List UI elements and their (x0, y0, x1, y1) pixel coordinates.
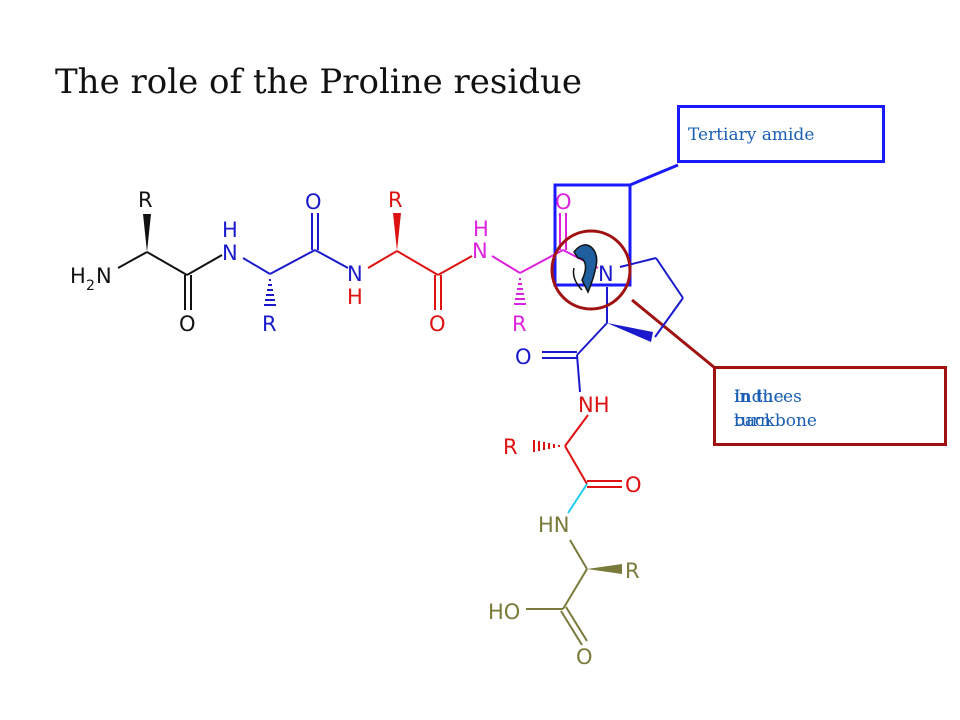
atom-ho: HO (488, 600, 520, 624)
atom-h2n-n: N (96, 264, 112, 288)
residue-7 (526, 539, 588, 646)
atom-nh1-h: H (222, 218, 238, 242)
turn-connector-line (631, 298, 716, 370)
wedge-bond-r3 (393, 213, 401, 251)
atom-nh3-n: N (472, 239, 488, 263)
atom-nh3-h: H (473, 217, 489, 241)
induces-turn-line-2: in the backbone (734, 387, 817, 431)
atom-o1: O (179, 312, 196, 336)
atom-h2n-h: H (70, 264, 86, 288)
proline-residue (542, 257, 684, 393)
residue-1 (117, 251, 223, 310)
atom-r5: R (503, 435, 518, 459)
residue-6 (564, 414, 622, 488)
rotation-arrow-icon (573, 244, 598, 294)
hashed-bond-r4 (514, 278, 526, 305)
tertiary-amide-label: Tertiary amide (688, 125, 815, 145)
wedge-bond-r1 (143, 214, 151, 252)
atom-nh4: NH (578, 393, 610, 417)
tertiary-amide-highlight-box (553, 183, 632, 287)
hashed-bond-r2 (264, 279, 276, 306)
residue-2 (242, 213, 349, 275)
induces-turn-callout: Induces turn in the backbone (713, 366, 947, 446)
tertiary-amide-callout: Tertiary amide (677, 105, 885, 163)
residue-3 (367, 250, 473, 310)
rotation-arrow-tail-icon (572, 267, 583, 291)
atom-nh1-n: N (222, 241, 238, 265)
residue-4 (491, 213, 599, 274)
wedge-bond-r6 (587, 564, 622, 574)
atom-o6: O (625, 473, 642, 497)
atom-proline-n: N (598, 262, 614, 286)
atom-o5: O (515, 345, 532, 369)
tertiary-connector-line (629, 163, 679, 187)
atom-hn5: HN (538, 513, 570, 537)
atom-nh2-n: N (347, 262, 363, 286)
atom-r3: R (388, 188, 403, 212)
atom-nh2-h: H (347, 285, 363, 309)
hashed-bond-r5 (533, 440, 560, 452)
slide-title: The role of the Proline residue (55, 62, 583, 102)
induces-turn-line-1: Induces turn (734, 387, 802, 431)
atom-o7: O (576, 645, 593, 669)
atom-r4: R (512, 312, 527, 336)
atom-h2n-subscript: 2 (86, 278, 95, 294)
atom-r1: R (138, 188, 153, 212)
atom-r6: R (625, 559, 640, 583)
wedge-bond-proline (607, 323, 653, 342)
atom-o4: O (555, 190, 572, 214)
atom-o3: O (429, 312, 446, 336)
link-bond (567, 483, 588, 514)
atom-o2: O (305, 190, 322, 214)
atom-r2: R (262, 312, 277, 336)
turn-highlight-circle (550, 229, 632, 311)
